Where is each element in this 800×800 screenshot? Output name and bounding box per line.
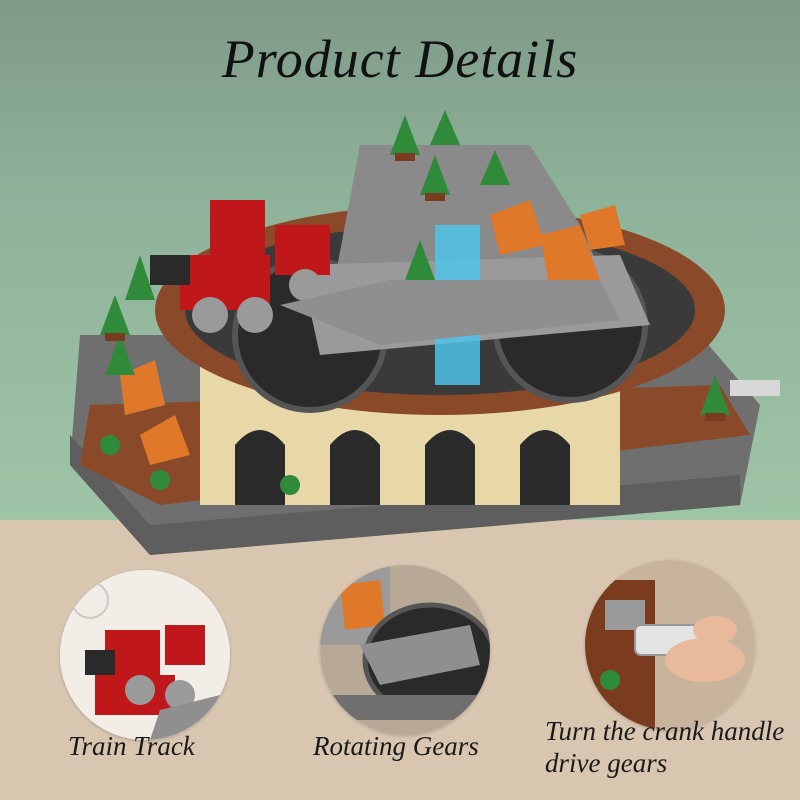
caption-crank-line1: Turn the crank handle [545, 716, 785, 746]
detail-image-crank-handle [585, 560, 755, 730]
detail-image-rotating-gears [320, 565, 490, 735]
detail-image-train-track [60, 570, 230, 740]
caption-rotating-gears: Rotating Gears [313, 731, 479, 761]
caption-train-track: Train Track [68, 731, 195, 761]
crank-handle-illustration [585, 560, 755, 730]
page-title: Product Details [221, 29, 579, 89]
product-hero-image [70, 110, 780, 555]
rotating-gears-illustration [320, 565, 490, 735]
train-track-illustration [60, 570, 230, 740]
caption-crank-line2: drive gears [545, 748, 668, 779]
caption-crank-handle: Turn the crank handle drive gears [545, 715, 800, 780]
